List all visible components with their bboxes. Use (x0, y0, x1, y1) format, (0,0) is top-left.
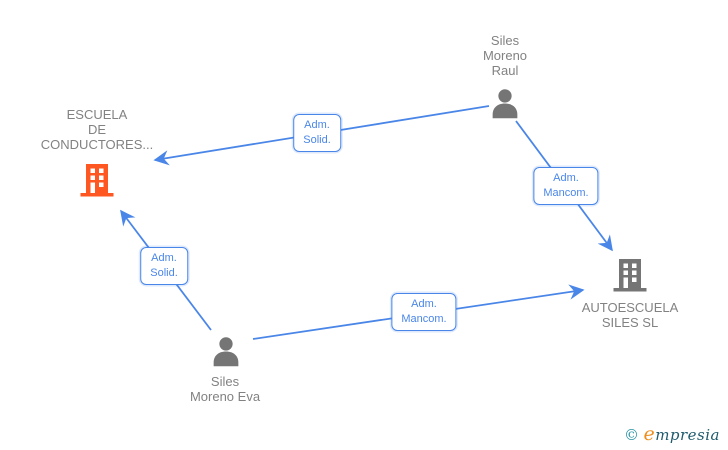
edge-label-adm-mancom-eva: Adm. Mancom. (391, 293, 457, 331)
copyright-icon: © (623, 426, 640, 444)
edge-label-adm-solid-eva: Adm. Solid. (140, 247, 188, 285)
building-icon (80, 164, 114, 197)
edge-label-adm-mancom-raul: Adm. Mancom. (533, 167, 599, 205)
brand-initial: e (643, 423, 656, 445)
edge-label-adm-solid-raul: Adm. Solid. (293, 114, 341, 152)
brand-name: mpresia (655, 426, 720, 444)
building-icon (613, 259, 647, 292)
node-label: Siles Moreno Eva (189, 374, 261, 404)
person-icon (213, 337, 239, 367)
node-label: Siles Moreno Raul (482, 33, 528, 78)
person-icon (492, 89, 518, 119)
node-label: ESCUELA DE CONDUCTORES... (40, 107, 154, 152)
node-label: AUTOESCUELA SILES SL (581, 300, 679, 330)
empresia-logo[interactable]: ©empresia (624, 423, 720, 445)
